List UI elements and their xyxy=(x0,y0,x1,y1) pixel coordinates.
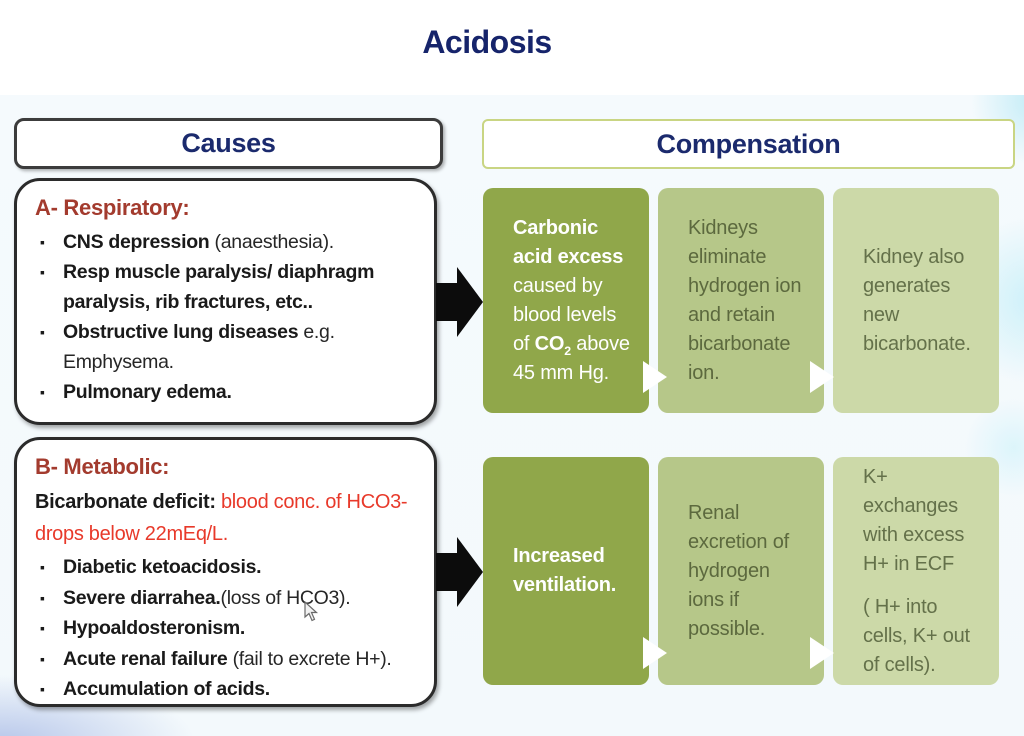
comp-step-text: Increased ventilation. xyxy=(513,545,617,596)
list-item: Obstructive lung diseases e.g. Emphysema… xyxy=(33,317,424,377)
black-arrow-icon xyxy=(436,267,483,337)
list-item: Severe diarrahea.(loss of HCO3). xyxy=(33,583,424,614)
list-item: Diabetic ketoacidosis. xyxy=(33,552,424,583)
flow-chevron-icon xyxy=(810,361,834,393)
comp-step-k-exchange: K+ exchanges with excess H+ in ECF ( H+ … xyxy=(833,457,999,685)
comp-step-text: K+ exchanges with excess H+ in ECF xyxy=(863,465,965,575)
comp-step-renal-excretion: Renal excretion of hydrogen ions if poss… xyxy=(658,457,824,685)
causes-header-label: Causes xyxy=(181,128,276,158)
metabolic-intro: Bicarbonate deficit: blood conc. of HCO3… xyxy=(35,491,408,545)
respiratory-bullet-list: CNS depression (anaesthesia). Resp muscl… xyxy=(33,227,424,407)
compensation-header: Compensation xyxy=(482,119,1015,169)
compensation-header-label: Compensation xyxy=(656,128,841,159)
metabolic-compensation-row: Increased ventilation. Renal excretion o… xyxy=(483,457,1000,685)
comp-step-increased-ventilation: Increased ventilation. xyxy=(483,457,649,685)
list-item: CNS depression (anaesthesia). xyxy=(33,227,424,257)
comp-step-kidneys-eliminate: Kidneys eliminate hydrogen ion and retai… xyxy=(658,188,824,413)
metabolic-heading: B- Metabolic: xyxy=(35,454,170,479)
respiratory-causes-box: A- Respiratory: CNS depression (anaesthe… xyxy=(14,178,437,425)
black-arrow-icon xyxy=(436,537,483,607)
list-item: Resp muscle paralysis/ diaphragm paralys… xyxy=(33,257,424,317)
comp-step-kidney-generates: Kidney also generates new bicarbonate. xyxy=(833,188,999,413)
flow-chevron-icon xyxy=(810,637,834,669)
comp-step-text: ( H+ into cells, K+ out of cells). xyxy=(863,595,970,676)
respiratory-compensation-row: Carbonic acid excess caused by blood lev… xyxy=(483,188,1000,413)
slide-title: Acidosis xyxy=(422,24,552,60)
causes-header: Causes xyxy=(14,118,443,169)
respiratory-heading: A- Respiratory: xyxy=(35,195,190,220)
mouse-cursor-icon xyxy=(304,601,319,622)
comp-step-text: Renal excretion of hydrogen ions if poss… xyxy=(688,501,789,640)
flow-chevron-icon xyxy=(643,637,667,669)
list-item: Acute renal failure (fail to excrete H+)… xyxy=(33,644,424,675)
metabolic-bullet-list: Diabetic ketoacidosis. Severe diarrahea.… xyxy=(33,552,424,705)
comp-step-carbonic-acid: Carbonic acid excess caused by blood lev… xyxy=(483,188,649,413)
list-item: Pulmonary edema. xyxy=(33,377,424,407)
comp-step-text: Kidneys eliminate hydrogen ion and retai… xyxy=(688,216,802,384)
metabolic-causes-box: B- Metabolic: Bicarbonate deficit: blood… xyxy=(14,437,437,707)
comp-step-text: Carbonic acid excess caused by blood lev… xyxy=(513,216,630,384)
comp-step-text: Kidney also generates new bicarbonate. xyxy=(863,245,971,355)
list-item: Accumulation of acids. xyxy=(33,674,424,705)
list-item: Hypoaldosteronism. xyxy=(33,613,424,644)
flow-chevron-icon xyxy=(643,361,667,393)
